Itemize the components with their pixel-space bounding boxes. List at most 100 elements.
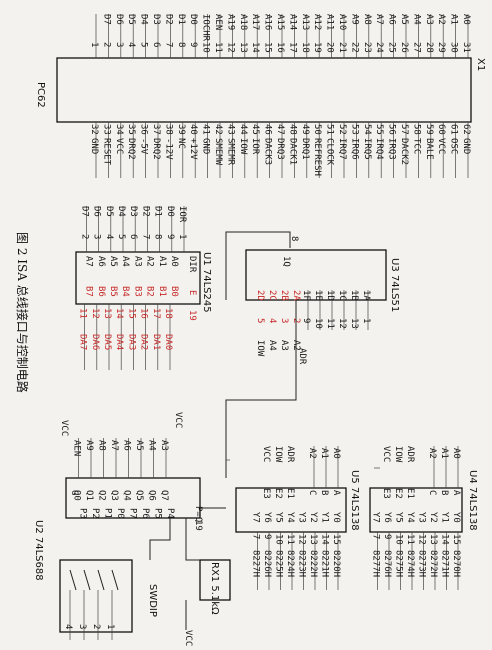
u1-out-label: DA6 <box>90 334 100 350</box>
u1-top-signal: D7 <box>79 206 89 217</box>
pc62-signal-upper: D5 <box>126 14 136 25</box>
u4-y-label: Y6 <box>382 512 392 523</box>
pc62-signal-upper: A3 <box>424 14 434 25</box>
pc62-signal-upper: A14 <box>287 14 297 30</box>
pc62-pin-lower: 43 <box>225 124 235 135</box>
u4-y-label: Y1 <box>440 512 450 523</box>
pc62-signal-lower: -5V <box>139 138 149 155</box>
u2-in-signal: AEN <box>72 440 82 456</box>
u4-en-label: E3 <box>381 488 391 499</box>
pc62-signal-lower: DRQ2 <box>126 138 136 160</box>
pc62-body <box>56 57 472 123</box>
u3-in-label: 1B <box>349 290 359 301</box>
u1-top-pin: 4 <box>104 234 114 239</box>
u2-in-signal: A5 <box>134 440 144 451</box>
u1-a-pin: A5 <box>108 256 118 267</box>
pc62-signal-upper: A7 <box>374 14 384 25</box>
u5-y-pin: 9 <box>262 534 272 539</box>
u5-y-label: Y3 <box>297 512 307 523</box>
u4-body <box>369 487 463 533</box>
u1-a-pin: A4 <box>120 256 130 267</box>
pc62-signal-upper: A17 <box>250 14 260 30</box>
u4-y-label: Y0 <box>451 512 461 523</box>
pc62-pin-lower: 59 <box>424 124 434 135</box>
u1-top-signal: D0 <box>165 206 175 217</box>
pc62-pin-upper: 5 <box>139 42 149 47</box>
u1-out-pin: 17 <box>151 308 161 319</box>
pc62-pin-upper: 23 <box>362 42 372 53</box>
pc62-pin-upper: 6 <box>151 42 161 47</box>
u2-in-signal: A9 <box>84 440 94 451</box>
pc62-pin-upper: 21 <box>337 42 347 53</box>
u4-address-out: 8277H <box>371 550 381 577</box>
u2-p-label: P4 <box>165 508 175 519</box>
u2-pin19: 19 <box>193 520 203 531</box>
u2-g-label: G <box>69 490 79 495</box>
u2-in-signal: A3 <box>159 440 169 451</box>
u4-y-pin: 15 <box>451 534 461 545</box>
u2-body <box>65 477 201 519</box>
pc62-pin-lower: 53 <box>349 124 359 135</box>
u3-in-pin: 1 <box>361 318 371 323</box>
u1-name: U1 74LS245 <box>201 252 212 313</box>
u2-q-label: Q2 <box>97 490 107 501</box>
u1-out-label: DA2 <box>139 334 149 350</box>
u4-y-pin: 13 <box>428 534 438 545</box>
u1-a-pin: A0 <box>169 256 179 267</box>
u3-adr-label: ADR <box>297 348 307 365</box>
pc62-signal-upper: A13 <box>300 14 310 30</box>
pc62-signal-lower: BALE <box>424 138 434 160</box>
u4-abc-label: B <box>439 490 449 495</box>
pc62-signal-upper: A15 <box>275 14 285 30</box>
pc62-pin-lower: 51 <box>325 124 335 135</box>
u5-y-label: Y5 <box>274 512 284 523</box>
pc62-pin-upper: 2 <box>101 42 111 47</box>
u2-q-label: Q6 <box>147 490 157 501</box>
u1-b-pin: B5 <box>108 286 118 297</box>
u1-top-pin: 9 <box>165 234 175 239</box>
pc62-signal-lower: NC <box>176 138 186 149</box>
u5-y-label: Y2 <box>308 512 318 523</box>
swdip-pin: 1 <box>105 624 115 629</box>
u4-y-label: Y5 <box>394 512 404 523</box>
u1-top-pin: 2 <box>79 234 89 239</box>
pc62-pin-lower: 46 <box>263 124 273 135</box>
pc62-pin-upper: 15 <box>263 42 273 53</box>
pc62-pin-lower: 49 <box>300 124 310 135</box>
u1-a-pin: A2 <box>145 256 155 267</box>
pc62-signal-lower: CLOCK <box>325 138 335 166</box>
u1-top-signal: IOR <box>177 206 187 223</box>
pc62-pin-lower: 52 <box>337 124 347 135</box>
u1-a-pin: A3 <box>132 256 142 267</box>
pc62-pin-lower: 47 <box>275 124 285 135</box>
u1-top-pin: 3 <box>92 234 102 239</box>
pc62-signal-upper: D7 <box>101 14 111 25</box>
u2-q-label: Q5 <box>134 490 144 501</box>
u1-top-pin: 1 <box>177 234 187 239</box>
u5-y-pin: 10 <box>274 534 284 545</box>
u1-top-signal: D5 <box>104 206 114 217</box>
u2-q-label: Q0 <box>72 490 82 501</box>
pc62-pin-group: A03162GNDA13061OSCA22960VCCA32859BALEA42… <box>89 14 471 178</box>
pc62-pin-upper: 18 <box>300 42 310 53</box>
u4-en-signal: IOW <box>393 446 403 463</box>
pc62-signal-lower: DRQ3 <box>275 138 285 160</box>
pc62-pin-upper: 16 <box>275 42 285 53</box>
figure-caption: 图 2 ISA 总线接口与控制电路 <box>15 232 30 393</box>
pc62-signal-upper: D1 <box>176 14 186 25</box>
swdip-pin: 3 <box>77 624 87 629</box>
pc62-signal-lower: VCC <box>114 138 124 154</box>
pc62-pin-lower: 40 <box>188 124 198 135</box>
pc62-connector: PC62 X1 A03162GNDA13061OSCA22960VCCA3285… <box>35 14 486 178</box>
pc62-pin-lower: 34 <box>114 124 124 135</box>
u4-74ls138: U4 74LS138 A0AA1BA2CADRE1IOWE2VCCE3Y0158… <box>369 446 478 590</box>
pc62-pin-lower: 32 <box>89 124 99 135</box>
pc62-pin-upper: 4 <box>126 42 136 47</box>
u3-in-pin: 13 <box>349 318 359 329</box>
wiring <box>149 231 380 630</box>
u5-address-out: 8222H <box>308 550 318 577</box>
u4-abc-label: C <box>427 490 437 495</box>
